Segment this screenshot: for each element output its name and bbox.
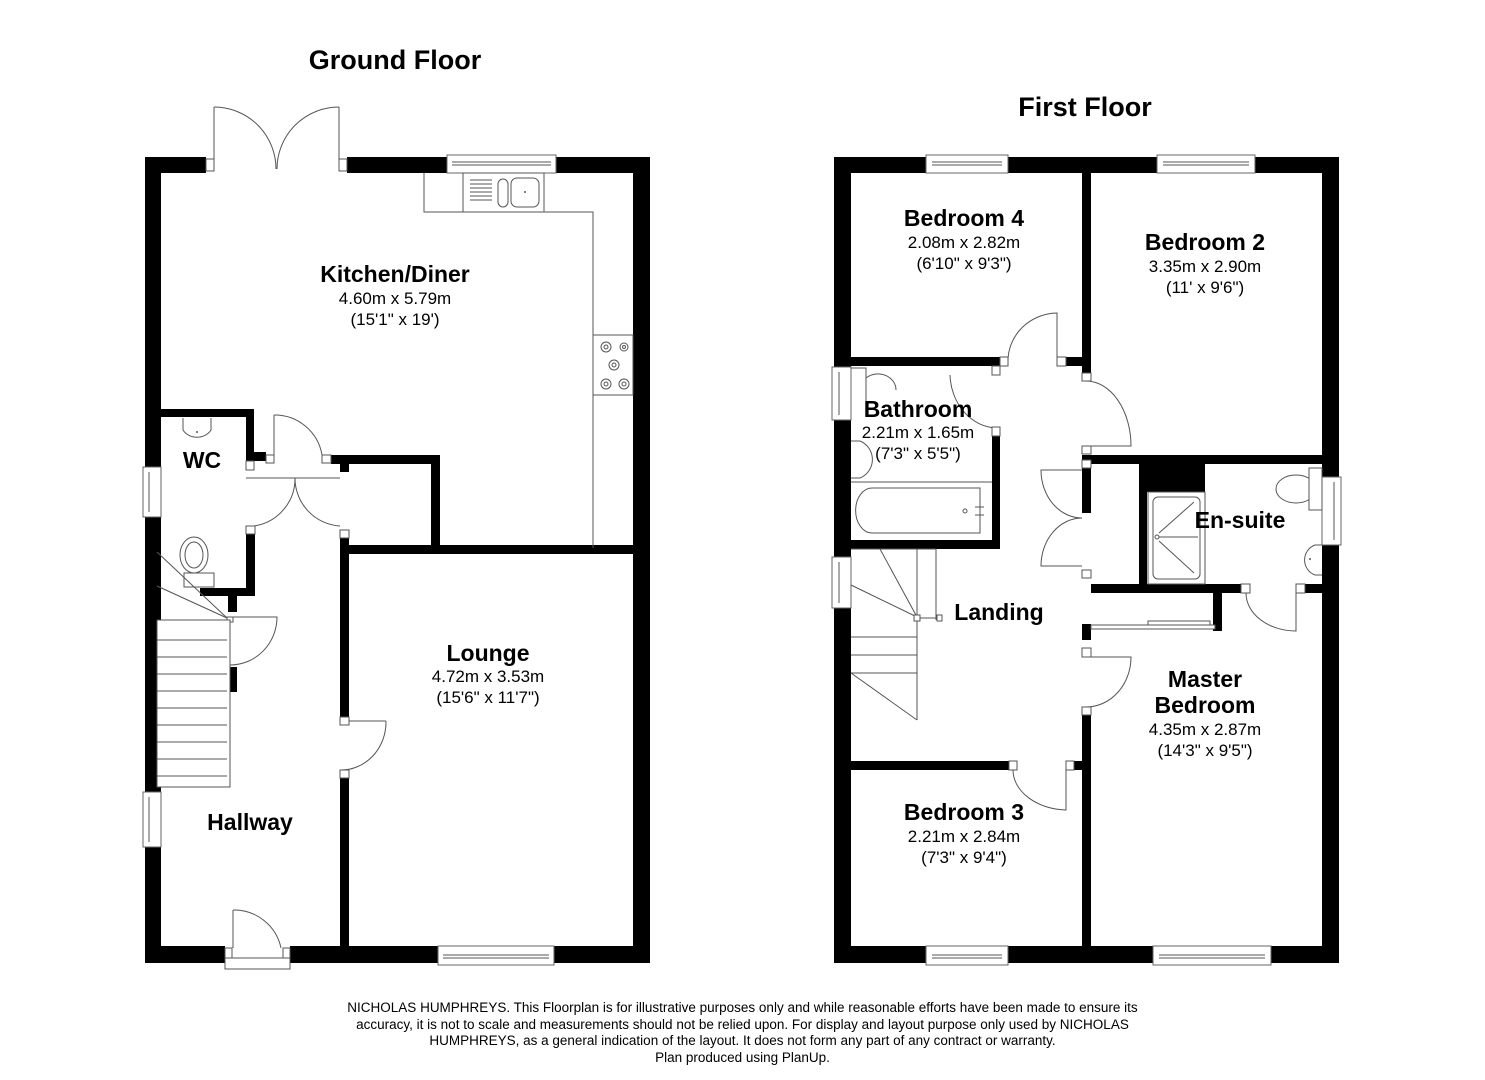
disclaimer-text: NICHOLAS HUMPHREYS. This Floorplan is fo… <box>230 1000 1255 1066</box>
room-name: Landing <box>954 599 1043 625</box>
door-icon <box>224 414 387 970</box>
room-wc: WC <box>183 447 221 473</box>
room-name-line2: Bedroom <box>1155 692 1256 718</box>
ground-interior-walls <box>161 409 633 946</box>
room-size-imperial: (15'6" x 11'7") <box>436 688 539 707</box>
basin-icon <box>1304 544 1322 576</box>
basin-icon <box>851 367 897 479</box>
room-en-suite: En-suite <box>1195 507 1286 533</box>
room-size-imperial: (15'1" x 19') <box>350 310 439 329</box>
room-bedroom-4: Bedroom 4 2.08m x 2.82m (6'10" x 9'3") <box>904 205 1024 273</box>
room-size-imperial: (6'10" x 9'3") <box>916 254 1011 273</box>
hob-icon <box>592 334 634 396</box>
first-interior-walls <box>851 173 1339 946</box>
room-size-metric: 4.35m x 2.87m <box>1149 720 1261 739</box>
room-landing: Landing <box>954 599 1043 625</box>
bath-icon <box>851 481 992 534</box>
room-name: Kitchen/Diner <box>320 261 470 287</box>
toilet-icon <box>1275 467 1323 511</box>
shower-icon <box>1147 491 1206 585</box>
first-floor-plan: First Floor <box>831 92 1342 966</box>
disclaimer-line: HUMPHREYS, as a general indication of th… <box>429 1033 1056 1048</box>
room-master-bedroom: Master Bedroom 4.35m x 2.87m (14'3" x 9'… <box>1149 666 1261 760</box>
room-name: WC <box>183 447 221 473</box>
disclaimer-line: NICHOLAS HUMPHREYS. This Floorplan is fo… <box>347 1000 1138 1015</box>
room-bathroom: Bathroom 2.21m x 1.65m (7'3" x 5'5") <box>862 396 974 463</box>
first-floor-title: First Floor <box>1018 92 1152 122</box>
room-size-imperial: (7'3" x 5'5") <box>875 444 961 463</box>
room-name: Hallway <box>207 809 293 835</box>
french-door-icon <box>205 106 348 172</box>
disclaimer-line: Plan produced using PlanUp. <box>655 1049 830 1065</box>
toilet-icon <box>179 536 215 588</box>
room-kitchen-diner: Kitchen/Diner 4.60m x 5.79m (15'1" x 19'… <box>320 261 470 329</box>
room-name: Lounge <box>446 640 529 666</box>
room-size-metric: 2.08m x 2.82m <box>908 233 1020 252</box>
room-name: En-suite <box>1195 507 1286 533</box>
staircase-icon <box>850 548 943 721</box>
room-size-metric: 2.21m x 1.65m <box>862 423 974 442</box>
basin-icon <box>182 418 212 438</box>
room-name: Bathroom <box>864 396 973 422</box>
first-outer-walls <box>834 157 1339 963</box>
room-size-imperial: (11' x 9'6") <box>1166 278 1244 297</box>
ground-outer-walls <box>145 157 650 963</box>
disclaimer-line: accuracy, it is not to scale and measure… <box>356 1016 1129 1032</box>
window-icon <box>831 154 1342 966</box>
kitchen-worktop <box>423 172 634 548</box>
room-size-metric: 4.72m x 3.53m <box>432 667 544 686</box>
room-size-metric: 3.35m x 2.90m <box>1149 257 1261 276</box>
ground-floor-plan: Ground Floor <box>142 45 650 970</box>
door-icon <box>949 312 1306 811</box>
sink-icon <box>470 177 540 208</box>
room-size-imperial: (14'3" x 9'5") <box>1157 741 1252 760</box>
room-size-metric: 4.60m x 5.79m <box>339 289 451 308</box>
room-name: Bedroom 4 <box>904 205 1024 231</box>
room-bedroom-3: Bedroom 3 2.21m x 2.84m (7'3" x 9'4") <box>904 799 1024 867</box>
ground-floor-title: Ground Floor <box>309 45 482 75</box>
window-icon <box>142 154 557 966</box>
room-size-metric: 2.21m x 2.84m <box>908 827 1020 846</box>
room-name: Bedroom 3 <box>904 799 1024 825</box>
room-lounge: Lounge 4.72m x 3.53m (15'6" x 11'7") <box>432 640 544 707</box>
room-size-imperial: (7'3" x 9'4") <box>921 848 1007 867</box>
room-name-line1: Master <box>1168 666 1242 692</box>
room-hallway: Hallway <box>207 809 293 835</box>
room-name: Bedroom 2 <box>1145 229 1265 255</box>
staircase-icon <box>156 551 231 788</box>
room-bedroom-2: Bedroom 2 3.35m x 2.90m (11' x 9'6") <box>1145 229 1265 297</box>
